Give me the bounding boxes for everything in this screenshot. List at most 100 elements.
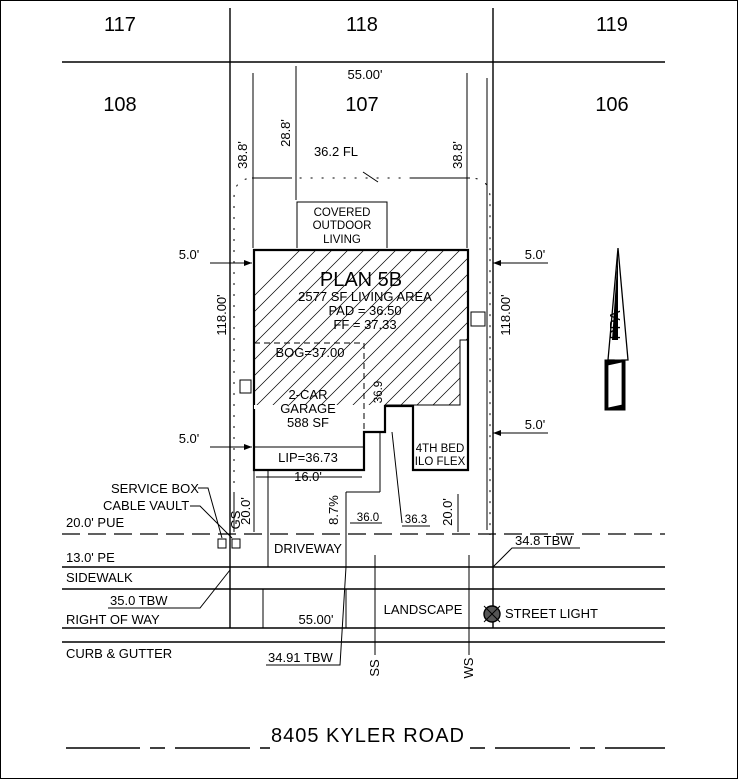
lip-elevation: LIP=36.73 [278,450,338,465]
street-light-cross-b [483,605,501,623]
hatch-line [427,250,468,405]
hatch-line [572,240,738,410]
garage-gap [254,405,364,409]
service-box-label: SERVICE BOX [111,481,199,496]
front-setback-right: 20.0' [440,498,455,526]
rear-setback-right-label: 38.8' [450,141,465,169]
north-arrow-label: PPA [607,311,624,340]
bog-elevation: BOG=37.00 [275,345,344,360]
curb-gutter-label: CURB & GUTTER [66,646,172,661]
side-setback-left-upper: 5.0' [179,247,200,262]
tbw-34-91-leader [266,566,347,666]
hatch-line [254,250,391,405]
rear-setback-label: 28.8' [278,119,293,147]
floor-line-label: 36.2 FL [314,144,358,159]
hatch-line [363,250,468,405]
rear-setback-left-label: 38.8' [235,141,250,169]
hatch-line [379,250,468,405]
lot-119: 119 [596,14,628,36]
garage-bog-line [254,342,365,432]
plan-name: PLAN 5B [320,269,402,291]
hatch-line [299,250,468,405]
hatch-line [492,240,662,410]
hatch-line [254,250,407,405]
service-box-symbol [217,538,227,549]
gas-service-label: GS [228,510,243,529]
hatch-line [267,250,439,405]
hatch-line [652,240,738,410]
hatch-line [254,250,375,405]
lot-depth-left: 118.00' [214,294,229,335]
hatch-line [556,240,726,410]
front-setback-left: 20.0' [238,497,253,525]
hatch-line [700,240,738,410]
tbw-35-0-leader [108,569,231,609]
hatch-line [254,250,327,405]
side-setback-left-lower: 5.0' [179,431,200,446]
garage-label-line1: 2-CAR [288,387,327,402]
sidewalk-label: SIDEWALK [66,570,133,585]
lot-width-top: 55.00' [347,67,382,82]
hatch-line [254,250,423,405]
hatch-line [283,250,455,405]
ws-label: WS [461,657,476,678]
elev-36-3-leader [391,431,403,524]
driveway-label: DRIVEWAY [274,541,342,556]
lot-118: 118 [346,14,378,36]
hatch-line [636,240,738,410]
covered-outdoor-line3: LIVING [323,234,361,246]
elev-36-9: 36.9 [373,381,385,403]
pe-label: 13.0' PE [66,550,115,565]
lot-width-bottom: 55.00' [298,612,333,627]
hatch-line [684,240,738,410]
arrowhead [493,260,501,266]
arrowhead [244,444,252,450]
lot-106: 106 [595,94,628,116]
living-area: 2577 SF LIVING AREA [298,289,432,304]
lot-108: 108 [103,94,136,116]
pad-elevation: PAD = 36.50 [328,303,401,318]
garage-width: 16.0' [294,469,322,484]
arrowhead [244,260,252,266]
hatch-line [347,250,468,405]
garage-label-line2: GARAGE [280,401,336,416]
driveway-slope: 8.7% [326,495,341,525]
hatch-line [331,250,468,405]
tbw-35-0: 35.0 TBW [110,593,168,608]
interior-wall [385,339,468,406]
equipment-pad-left [239,379,252,394]
ff-elevation: FF = 37.33 [333,317,396,332]
side-setback-right-upper: 5.0' [525,247,546,262]
side-setback-right-lower: 5.0' [525,417,546,432]
hatch-line [315,250,468,405]
bed-label-line2: ILO FLEX [415,456,466,468]
equipment-pad-right [470,311,486,327]
hatch-line [254,250,343,405]
elev-36-0: 36.0 [357,512,379,524]
hatch-line [620,240,738,410]
street-light-label: STREET LIGHT [505,606,598,621]
service-box-leader [198,487,223,539]
ss-label: SS [367,659,382,677]
lot-107: 107 [345,94,378,116]
tbw-34-8-label: 34.8 TBW [515,533,573,548]
hatch-line [508,240,678,410]
bed-label-line1: 4TH BED [416,443,465,455]
hatch-line [254,250,311,405]
garage-label-line3: 588 SF [287,415,329,430]
house-hatch [254,240,738,410]
north-arrow-icon [604,247,629,411]
covered-outdoor-outline [296,201,388,248]
cable-vault-leader [190,505,233,539]
arrowhead [493,430,501,436]
lot-117: 117 [104,14,136,36]
street-name: 8405 KYLER ROAD [271,725,465,747]
cable-vault-symbol [231,538,241,549]
covered-outdoor-line2: OUTDOOR [313,220,372,232]
hatch-line [668,240,738,410]
hatch-line [443,250,468,405]
tbw-34-91: 34.91 TBW [268,650,334,665]
pue-label: 20.0' PUE [66,515,124,530]
covered-outdoor-line1: COVERED [314,207,371,219]
